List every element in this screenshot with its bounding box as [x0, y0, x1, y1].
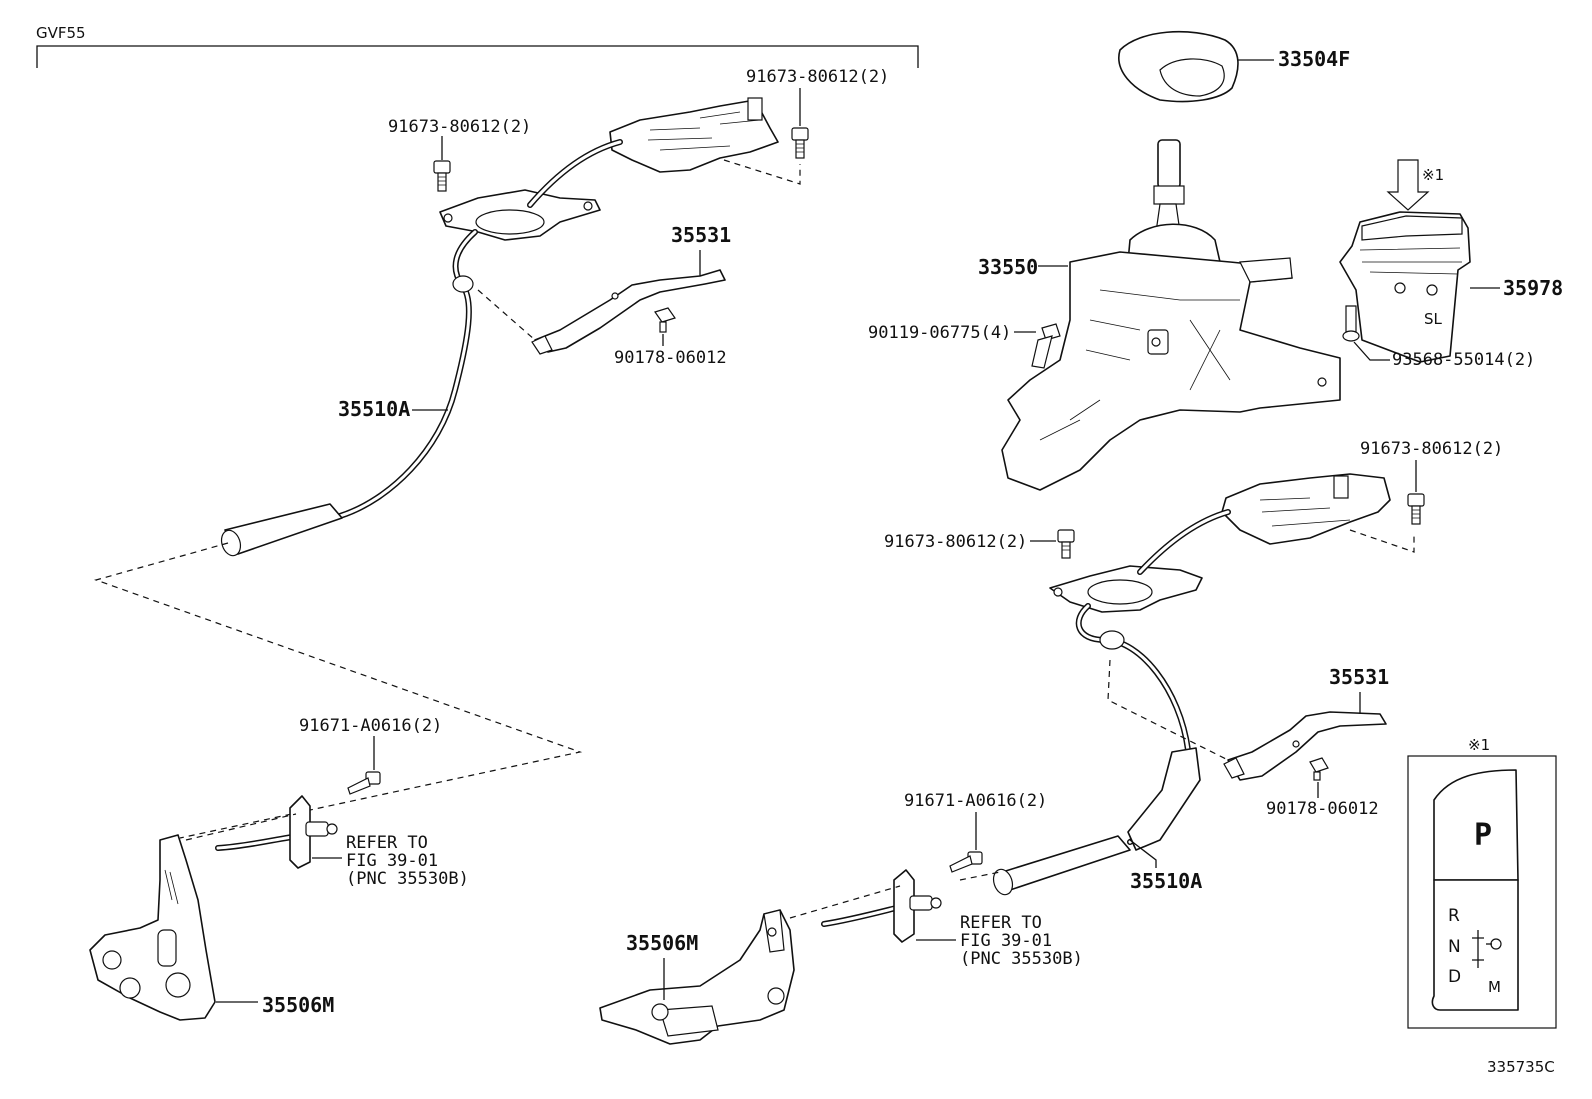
bolt-right-b-icon — [1057, 529, 1075, 559]
svg-text:SL: SL — [1424, 310, 1443, 328]
label-switch: 35978 — [1503, 276, 1563, 300]
gear-neutral: N — [1448, 937, 1461, 957]
label-bolt-right-a: 91673-80612(2) — [1360, 439, 1503, 459]
shift-gate — [1431, 879, 1519, 1011]
nut-top-icon — [654, 307, 676, 333]
figure-id: 335735C — [1487, 1058, 1555, 1076]
label-note-mark-switch: ※1 — [1422, 166, 1444, 184]
bracket-right[interactable] — [1223, 711, 1387, 781]
label-bolt-right-b: 91673-80612(2) — [884, 532, 1027, 552]
refer-right-line2: FIG 39-01 — [960, 931, 1052, 951]
label-cable-right: 35510A — [1130, 869, 1202, 893]
label-bracket-left: 35506M — [262, 993, 334, 1017]
cable-end-right[interactable] — [821, 869, 942, 943]
arrow-down-icon — [1386, 159, 1430, 211]
label-nut-right: 90178-06012 — [1266, 799, 1379, 819]
refer-left-line2: FIG 39-01 — [346, 851, 438, 871]
bolt-top-b-icon — [791, 127, 809, 159]
bolt-top-a-icon — [433, 160, 451, 192]
shift-pattern-inset: ※1 P R N D M — [1407, 736, 1557, 1029]
gear-reverse: R — [1448, 906, 1460, 926]
label-nut-top: 90178-06012 — [614, 348, 727, 368]
label-bolt-cable-right: 91671-A0616(2) — [904, 791, 1047, 811]
label-bolt-top-a: 91673-80612(2) — [388, 117, 531, 137]
mode-switch[interactable]: SL — [1339, 159, 1471, 363]
bolt-cable-right-icon — [949, 851, 983, 873]
label-knob: 33504F — [1278, 47, 1350, 71]
bracket-top[interactable] — [531, 269, 726, 355]
label-note-mark-inset: ※1 — [1468, 736, 1490, 754]
bracket-left[interactable] — [89, 834, 216, 1021]
nut-right-icon — [1309, 757, 1329, 781]
refer-left-line3: (PNC 35530B) — [346, 869, 469, 889]
model-bracket-line — [36, 45, 919, 68]
label-bolt-lever: 90119-06775(4) — [868, 323, 1011, 343]
shift-knob[interactable] — [1118, 30, 1239, 103]
refer-right-line3: (PNC 35530B) — [960, 949, 1083, 969]
screw-switch-icon — [1342, 305, 1360, 342]
shift-pattern-icon — [1472, 930, 1502, 968]
label-bracket-top: 35531 — [671, 223, 731, 247]
reference-dash-left — [94, 542, 583, 839]
label-cable-left: 35510A — [338, 397, 410, 421]
model-code: GVF55 — [36, 24, 86, 42]
label-bracket-mid: 35506M — [626, 931, 698, 955]
label-bracket-right: 35531 — [1329, 665, 1389, 689]
gear-drive: D — [1448, 967, 1461, 987]
refer-right-line1: REFER TO — [960, 913, 1042, 933]
gear-park: P — [1474, 818, 1492, 853]
bracket-mid[interactable] — [599, 909, 795, 1045]
bolt-right-a-icon — [1407, 493, 1425, 525]
gear-manual: M — [1488, 978, 1501, 996]
cable-housing-left — [609, 99, 779, 173]
cable-sleeve-left — [224, 503, 343, 555]
bolt-cable-left-icon — [347, 771, 381, 795]
label-bolt-cable-left: 91671-A0616(2) — [299, 716, 442, 736]
shift-lever-assembly[interactable] — [1001, 139, 1341, 491]
refer-left-line1: REFER TO — [346, 833, 428, 853]
park-button — [1433, 769, 1519, 881]
label-screw-switch: 93568-55014(2) — [1392, 350, 1535, 370]
bolt-lever-icon — [1031, 323, 1061, 369]
cable-assembly-left[interactable] — [218, 97, 779, 558]
cable-assembly-right[interactable] — [990, 473, 1391, 897]
label-lever-assy: 33550 — [978, 255, 1038, 279]
cable-end-left[interactable] — [215, 795, 338, 869]
label-bolt-top-b: 91673-80612(2) — [746, 67, 889, 87]
